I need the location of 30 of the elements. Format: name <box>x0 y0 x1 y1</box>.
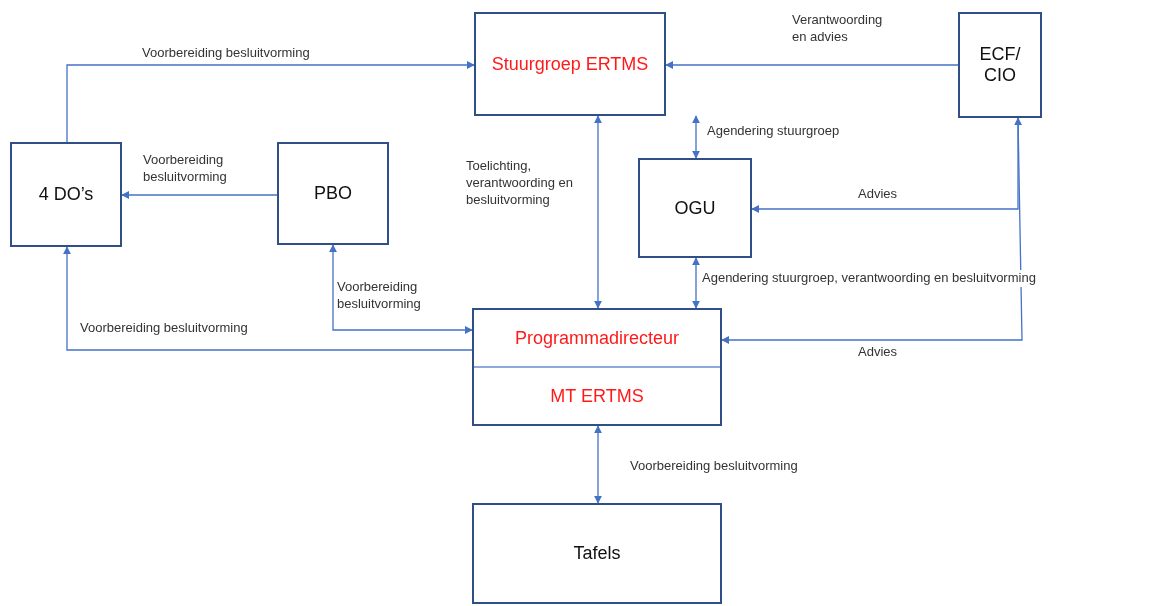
edge-label: Agendering stuurgroep <box>707 123 840 140</box>
arrow <box>329 244 473 334</box>
node-label: Stuurgroep ERTMS <box>490 52 650 76</box>
arrow <box>665 61 959 69</box>
edge-label: Agendering stuurgroep, verantwoording en besluitvorming <box>702 270 1036 287</box>
arrow <box>594 425 602 504</box>
edge-label: Voorbereiding besluitvorming <box>80 320 248 337</box>
arrow <box>594 115 602 309</box>
edge-label: Voorbereiding besluitvorming <box>630 458 798 475</box>
arrow <box>66 61 475 143</box>
arrow <box>692 115 700 159</box>
node-label: 4 DO’s <box>37 183 95 206</box>
node-label: Programmadirecteur <box>474 310 720 368</box>
group-box <box>474 12 666 116</box>
edge-label: Voorbereiding besluitvorming <box>142 45 310 62</box>
group-box <box>277 142 389 245</box>
arrow <box>692 257 700 309</box>
arrow <box>721 117 1023 344</box>
arrow <box>121 191 278 199</box>
split-box <box>472 308 722 426</box>
group-box <box>958 12 1042 118</box>
group-box <box>638 158 752 258</box>
arrow <box>63 246 473 351</box>
node-label: Tafels <box>572 542 622 565</box>
node-label: ECF/ CIO <box>978 43 1022 87</box>
group-box <box>10 142 122 247</box>
node-label: OGU <box>673 196 717 220</box>
node-label: PBO <box>313 182 353 205</box>
node-label: MT ERTMS <box>549 384 645 408</box>
group-box <box>472 503 722 604</box>
